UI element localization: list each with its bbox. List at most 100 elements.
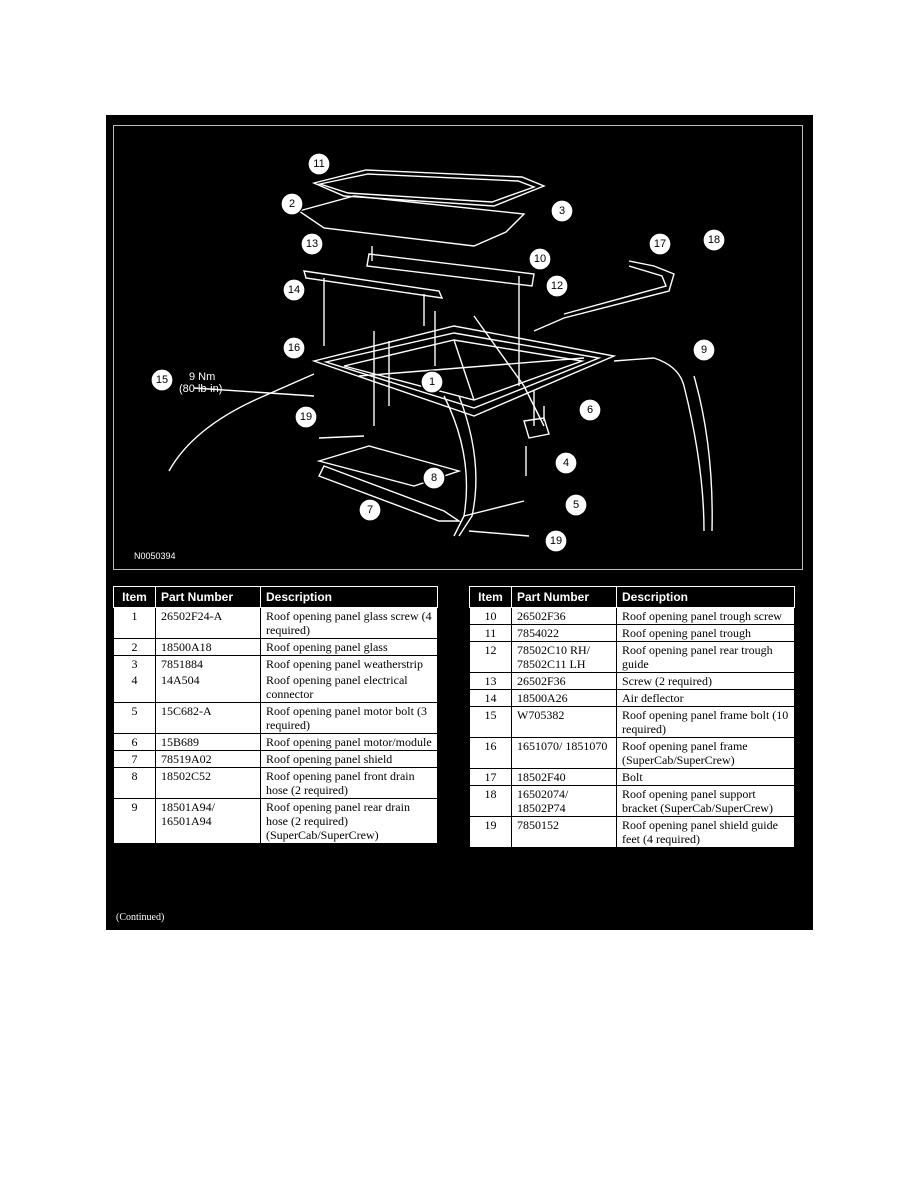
svg-text:4: 4	[563, 457, 569, 469]
torque-callout: 9 Nm (80 lb-in)	[179, 371, 222, 395]
svg-text:1: 1	[429, 376, 435, 388]
svg-text:10: 10	[534, 253, 546, 265]
description-cell: Screw (2 required)	[616, 672, 795, 690]
item-cell: 8	[113, 767, 156, 799]
callout-16: 16	[282, 336, 306, 360]
part-number-cell: W705382	[511, 706, 617, 738]
part-number-cell: 15C682-A	[155, 702, 261, 734]
description-cell: Roof opening panel frame bolt (10 requir…	[616, 706, 795, 738]
callout-10: 10	[528, 247, 552, 271]
part-number-cell: 18502C52	[155, 767, 261, 799]
description-cell: Roof opening panel weatherstrip	[260, 655, 438, 672]
description-cell: Roof opening panel trough	[616, 624, 795, 642]
callout-9: 9	[692, 338, 716, 362]
description-cell: Roof opening panel shield guide feet (4 …	[616, 816, 795, 848]
part-number-cell: 1651070/ 1851070	[511, 737, 617, 769]
callout-19-lower: 19	[544, 529, 568, 553]
part-number-cell: 7851884	[155, 655, 261, 672]
description-cell: Roof opening panel front drain hose (2 r…	[260, 767, 438, 799]
callout-11: 11	[307, 152, 331, 176]
diagram-linework	[168, 169, 713, 537]
callout-14: 14	[282, 278, 306, 302]
part-number-cell: 26502F24-A	[155, 607, 261, 639]
item-cell: 6	[113, 733, 156, 751]
description-cell: Roof opening panel motor bolt (3 require…	[260, 702, 438, 734]
item-cell: 14	[469, 689, 512, 707]
description-cell: Bolt	[616, 768, 795, 786]
svg-text:11: 11	[313, 158, 324, 170]
part-number-cell: 18501A94/ 16501A94	[155, 798, 261, 844]
svg-text:19: 19	[300, 411, 312, 423]
item-cell: 17	[469, 768, 512, 786]
part-number-cell: 16502074/ 18502P74	[511, 785, 617, 817]
item-cell: 9	[113, 798, 156, 844]
callout-13: 13	[300, 232, 324, 256]
table-header-row: Item Part Number Description	[113, 586, 438, 608]
svg-text:7: 7	[367, 504, 373, 516]
callout-7: 7	[358, 498, 382, 522]
figure-id: N0050394	[134, 551, 176, 561]
header-item: Item	[113, 586, 156, 608]
header-item: Item	[469, 586, 512, 608]
item-cell: 12	[469, 641, 512, 673]
svg-text:15: 15	[156, 374, 168, 386]
document-panel: N0050394 9 Nm (80 lb-in) 11 2 3 13 14 10…	[106, 115, 813, 930]
svg-text:13: 13	[306, 238, 318, 250]
item-cell: 11	[469, 624, 512, 642]
part-number-cell: 18500A18	[155, 638, 261, 656]
torque-value: 9 Nm	[189, 371, 215, 383]
callout-5: 5	[564, 493, 588, 517]
svg-text:3: 3	[559, 205, 565, 217]
svg-text:12: 12	[551, 280, 563, 292]
part-number-cell: 18500A26	[511, 689, 617, 707]
svg-text:8: 8	[431, 472, 437, 484]
callout-12: 12	[545, 274, 569, 298]
callout-8: 8	[422, 466, 446, 490]
description-cell: Roof opening panel glass screw (4 requir…	[260, 607, 438, 639]
item-cell: 2	[113, 638, 156, 656]
svg-text:18: 18	[708, 234, 720, 246]
torque-alt-value: (80 lb-in)	[179, 383, 222, 395]
item-cell: 13	[469, 672, 512, 690]
callout-15: 15	[150, 368, 174, 392]
exploded-diagram: N0050394 9 Nm (80 lb-in) 11 2 3 13 14 10…	[113, 125, 803, 570]
svg-text:19: 19	[550, 535, 562, 547]
svg-text:14: 14	[288, 284, 300, 296]
svg-text:5: 5	[573, 499, 579, 511]
item-cell: 4	[113, 672, 156, 703]
part-number-cell: 26502F36	[511, 672, 617, 690]
item-cell: 15	[469, 706, 512, 738]
header-description: Description	[260, 586, 438, 608]
callout-3: 3	[550, 199, 574, 223]
description-cell: Roof opening panel frame (SuperCab/Super…	[616, 737, 795, 769]
part-number-cell: 7854022	[511, 624, 617, 642]
part-number-cell: 15B689	[155, 733, 261, 751]
svg-text:6: 6	[587, 404, 593, 416]
description-cell: Roof opening panel support bracket (Supe…	[616, 785, 795, 817]
callout-19-upper: 19	[294, 405, 318, 429]
description-cell: Roof opening panel trough screw	[616, 607, 795, 625]
callout-17: 17	[648, 232, 672, 256]
item-cell: 1	[113, 607, 156, 639]
callout-2: 2	[280, 192, 304, 216]
item-cell: 3	[113, 655, 156, 672]
item-cell: 5	[113, 702, 156, 734]
description-cell: Roof opening panel rear trough guide	[616, 641, 795, 673]
description-cell: Roof opening panel motor/module	[260, 733, 438, 751]
